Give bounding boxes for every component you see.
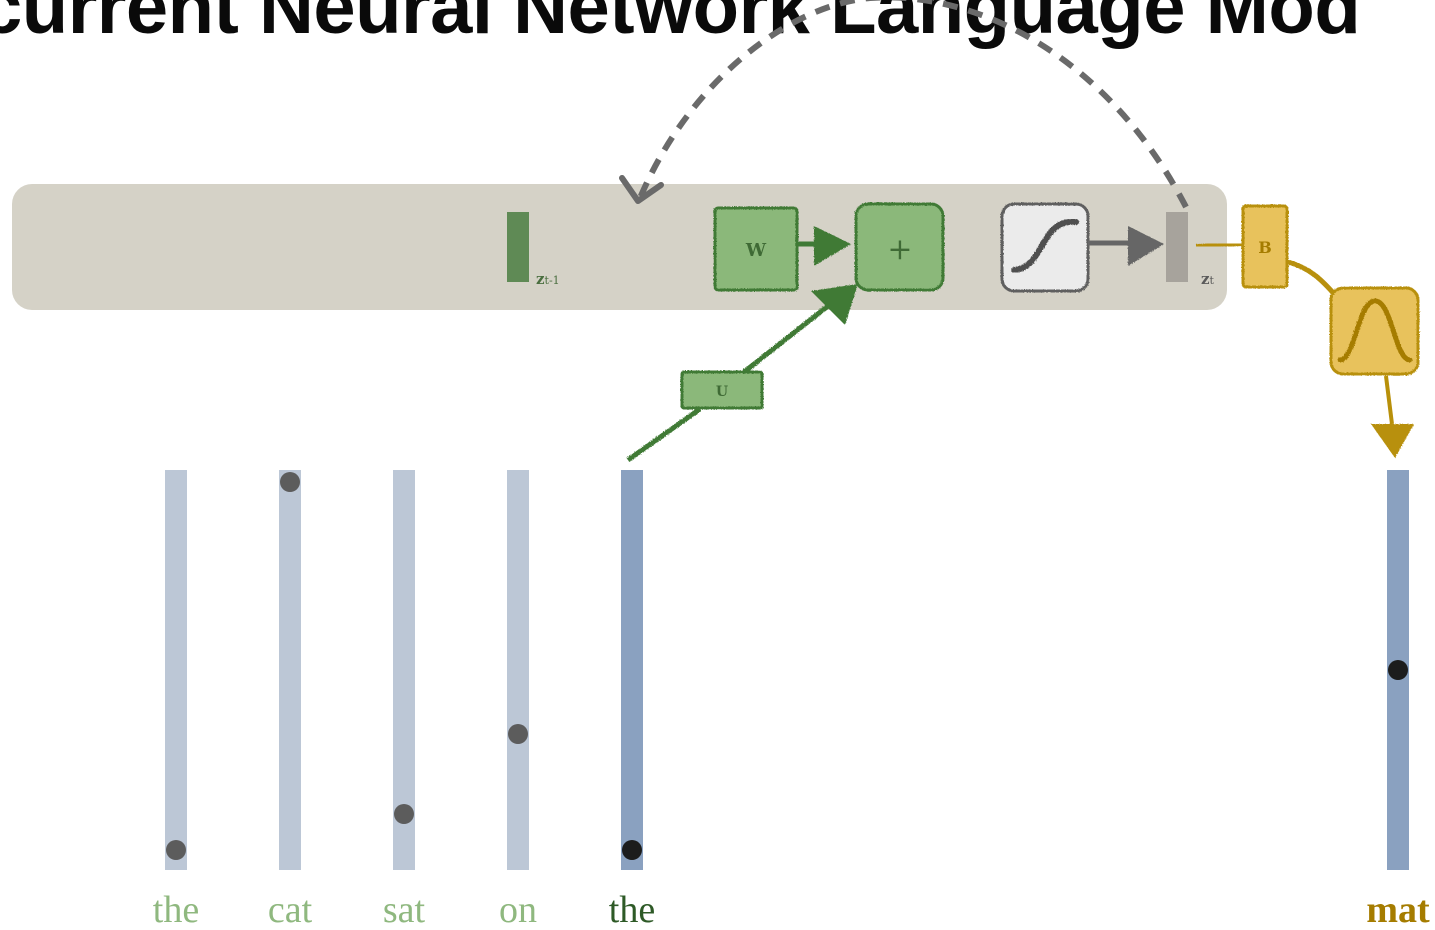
- w-to-plus-arrowhead: [814, 226, 851, 266]
- zt-label: zt: [1201, 270, 1215, 288]
- sigmoid-curve-icon: [1011, 218, 1079, 273]
- z-prev-vector: [507, 212, 529, 282]
- word-vector-dot-3: [508, 724, 528, 744]
- softmax-to-output-arrowhead: [1371, 424, 1414, 458]
- u-to-plus-arrow: [742, 304, 830, 374]
- word-vector-dot-4: [622, 840, 642, 860]
- u-to-plus-arrowhead: [811, 284, 858, 325]
- b-weight-box: [1241, 204, 1289, 289]
- activation-to-zt-arrowhead: [1128, 226, 1164, 266]
- output-vector-dot: [1388, 660, 1408, 680]
- activation-box: [1000, 202, 1090, 293]
- word-vector-dot-0: [166, 840, 186, 860]
- word-vector-4: [621, 470, 643, 870]
- input-word-3: on: [499, 889, 537, 930]
- word-vector-2: [393, 470, 415, 870]
- w-weight-box: [713, 206, 799, 292]
- recurrence-arrowhead: [619, 175, 664, 204]
- sum-box: [854, 202, 945, 292]
- input-to-u-arrow: [626, 406, 702, 463]
- word-vector-dot-2: [394, 804, 414, 824]
- w-label: W: [745, 240, 767, 261]
- recurrence-arrow: [637, 0, 1189, 209]
- input-word-1: cat: [268, 889, 313, 930]
- bell-curve-icon: [1337, 298, 1413, 363]
- input-word-0: the: [153, 889, 199, 930]
- input-word-2: sat: [383, 889, 426, 930]
- softmax-to-output-arrow: [1384, 375, 1394, 425]
- input-vectors: the cat sat on the: [153, 470, 655, 930]
- output-word: mat: [1366, 889, 1430, 930]
- word-vector-3: [507, 470, 529, 870]
- input-word-4: the: [609, 889, 655, 930]
- word-vector-dot-1: [280, 472, 300, 492]
- softmax-box: [1329, 286, 1420, 376]
- b-label: B: [1258, 238, 1272, 257]
- b-to-softmax-arrow: [1287, 259, 1338, 298]
- u-weight-box: [680, 370, 764, 410]
- word-vector-1: [279, 470, 301, 870]
- page-title: current Neural Network Language Mod: [0, 0, 1361, 50]
- zt-to-b-arrow: [1195, 242, 1244, 248]
- u-label: U: [716, 384, 728, 400]
- zt-vector: [1166, 212, 1188, 282]
- word-vector-0: [165, 470, 187, 870]
- sum-label: +: [887, 232, 912, 267]
- z-prev-label: zt-1: [536, 270, 560, 288]
